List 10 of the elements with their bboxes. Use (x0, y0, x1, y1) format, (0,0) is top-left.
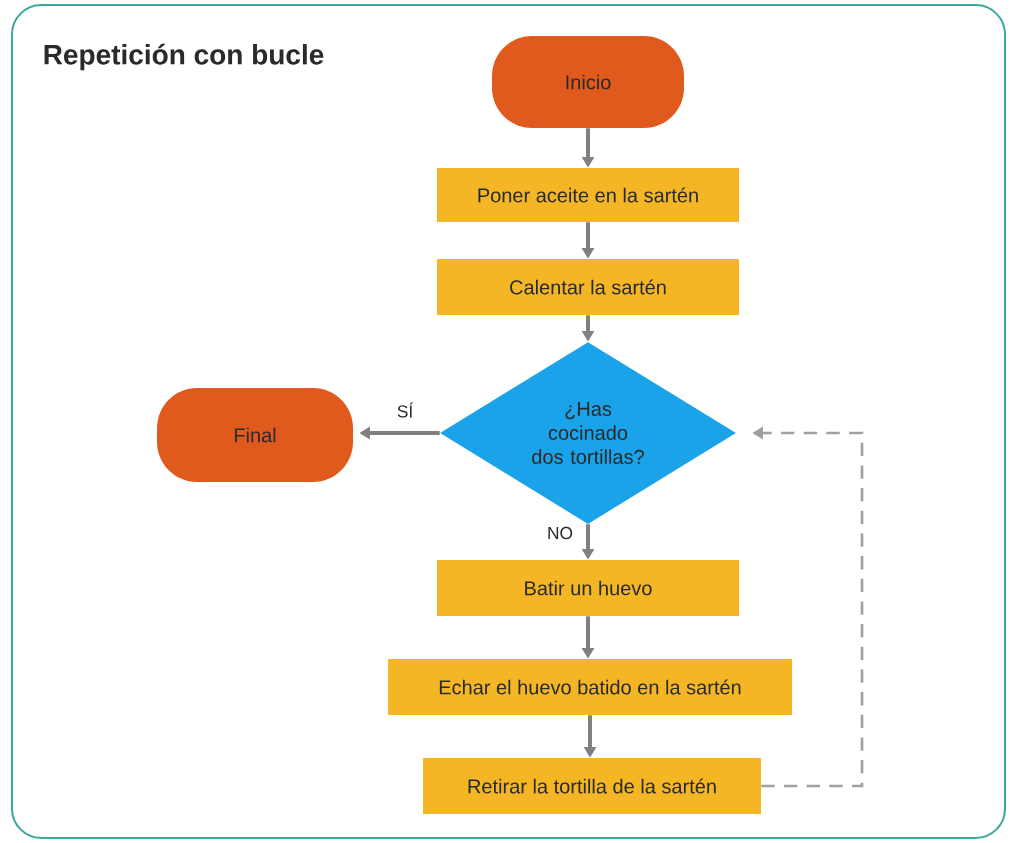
process-box: Calentar la sartén (437, 259, 739, 315)
process-box: Batir un huevo (437, 560, 739, 616)
terminal-box: Inicio (492, 36, 684, 128)
process-box: Poner aceite en la sartén (437, 168, 739, 222)
edge-label: SÍ (395, 401, 415, 419)
terminal-box: Final (157, 388, 353, 482)
edge-label: NO (545, 525, 575, 541)
title: Repetición con bucle (44, 43, 324, 71)
process-box: Echar el huevo batido en la sartén (388, 659, 792, 715)
process-box: Retirar la tortilla de la sartén (423, 758, 761, 814)
